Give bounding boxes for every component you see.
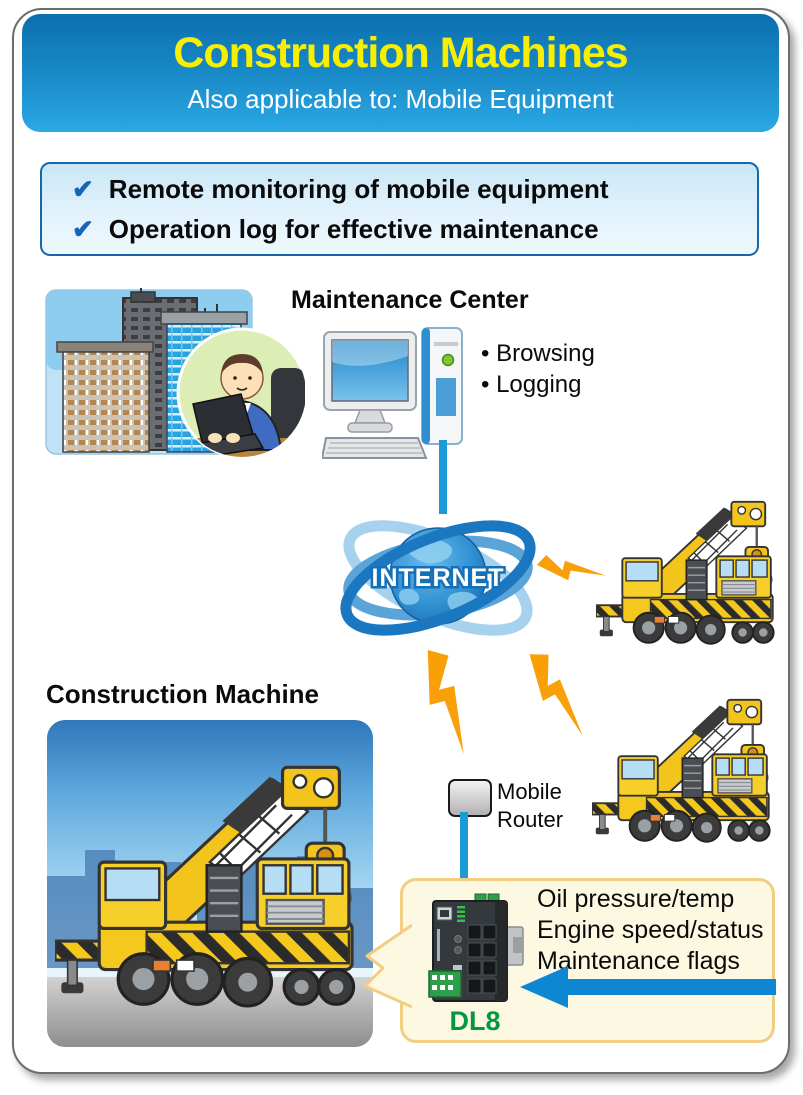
- construction-machine-scene: [47, 720, 373, 1047]
- signal-item: Engine speed/status: [537, 916, 764, 944]
- callout-tail: [363, 923, 412, 1009]
- page-subtitle: Also applicable to: Mobile Equipment: [187, 83, 614, 114]
- page-title: Construction Machines: [173, 29, 628, 78]
- pc-internet-cable: [439, 440, 447, 514]
- checkmark-icon: ✔: [72, 213, 94, 244]
- feature-text: Remote monitoring of mobile equipment: [108, 173, 609, 204]
- signal-list: Oil pressure/temp Engine speed/status Ma…: [537, 884, 764, 977]
- arrow-left-icon: [520, 966, 776, 1008]
- lightning-bolt-icon: [427, 650, 464, 754]
- list-item: • Browsing: [481, 340, 595, 367]
- router-dl8-cable: [460, 812, 468, 904]
- buildings-operator-illustration: [45, 288, 307, 459]
- list-item: • Logging: [481, 371, 582, 398]
- maintenance-center-label: Maintenance Center: [291, 286, 529, 314]
- mobile-router-label: Mobile Router: [497, 779, 564, 832]
- mobile-router-icon: [448, 779, 492, 817]
- crane-truck-icon: [596, 496, 784, 659]
- feature-item: ✔ Remote monitoring of mobile equipment: [72, 174, 757, 205]
- function-list: • Browsing • Logging: [481, 338, 595, 400]
- crane-truck-icon: [592, 694, 780, 857]
- construction-machine-label: Construction Machine: [46, 679, 320, 709]
- crane-truck-icon: [55, 764, 371, 1025]
- dl8-label: DL8: [449, 1006, 501, 1036]
- svg-text:INTERNET: INTERNET: [372, 564, 505, 592]
- checkmark-icon: ✔: [72, 173, 94, 204]
- signal-item: Oil pressure/temp: [537, 885, 735, 913]
- desktop-computer-icon: [322, 327, 463, 459]
- feature-text: Operation log for effective maintenance: [108, 213, 599, 244]
- dl8-device-icon: [428, 893, 524, 1002]
- feature-checklist: ✔ Remote monitoring of mobile equipment …: [40, 162, 759, 256]
- feature-item: ✔ Operation log for effective maintenanc…: [72, 214, 757, 245]
- internet-globe-icon: INTERNET: [340, 520, 536, 636]
- signal-item: Maintenance flags: [537, 947, 740, 975]
- header-banner: Construction Machines Also applicable to…: [22, 14, 779, 132]
